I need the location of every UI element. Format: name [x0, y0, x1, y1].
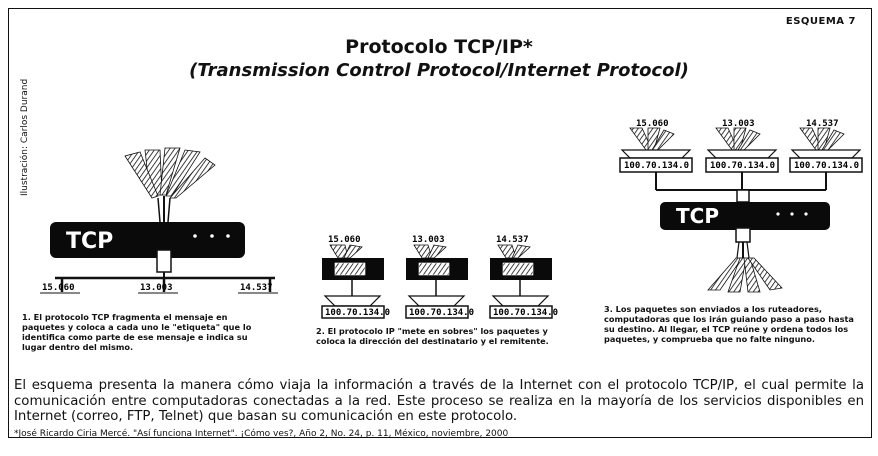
stage3-address-2: 100.70.134.0	[710, 161, 775, 171]
stage3-caption: 3. Los paquetes son enviados a los rutea…	[604, 304, 854, 344]
stage1-tcp-box	[50, 222, 245, 258]
stage2-packet-1: 15.060 100.70.134.0	[321, 235, 390, 319]
stage2-address-1: 100.70.134.0	[325, 308, 390, 318]
stage1-tcp-label: TCP	[66, 229, 113, 254]
stage2-illustration: 15.060 100.70.134.0 13.003 100.70.134.0 …	[321, 235, 558, 319]
stage3-address-1: 100.70.134.0	[624, 161, 689, 171]
stage2-tag-3: 14.537	[496, 235, 529, 245]
stage3-tag-1: 15.060	[636, 119, 669, 129]
footnote: *José Ricardo Ciria Mercé. "Así funciona…	[14, 429, 509, 439]
stage3-reassembled-streams	[707, 257, 783, 293]
stage3-illustration: 15.060 100.70.134.0 13.003 100.70.134.0 …	[619, 119, 863, 293]
stage2-address-2: 100.70.134.0	[409, 308, 474, 318]
stage3-tag-2: 13.003	[722, 119, 755, 129]
stage2-packet-2: 13.003 100.70.134.0	[405, 235, 474, 319]
stage3-tcp-label: TCP	[676, 204, 719, 228]
figure-label: ESQUEMA 7	[785, 16, 856, 27]
stage1-illustration: TCP 15.060 13.003 14.537	[40, 147, 278, 294]
stage2-address-3: 100.70.134.0	[493, 308, 558, 318]
stage1-tag-3: 14.537	[240, 283, 273, 293]
stage3-router-1: 15.060 100.70.134.0	[619, 119, 693, 173]
stage3-router-2: 13.003 100.70.134.0	[705, 119, 779, 173]
stage2-tag-2: 13.003	[412, 235, 445, 245]
stage1-connector	[156, 249, 172, 273]
page-subtitle: (Transmission Control Protocol/Internet …	[189, 60, 689, 81]
stage3-tag-3: 14.537	[806, 119, 839, 129]
stage2-caption: 2. El protocolo IP "mete en sobres" los …	[316, 326, 549, 346]
stage1-tag-2: 13.003	[140, 283, 173, 293]
tcp-ip-diagram: TCP 15.060 13.003 14.537 15.060 100.70.1…	[40, 119, 863, 319]
page-frame	[8, 8, 872, 438]
stage2-tag-1: 15.060	[328, 235, 361, 245]
stage1-tag-1: 15.060	[42, 283, 75, 293]
description-paragraph: El esquema presenta la manera cómo viaja…	[14, 378, 864, 424]
stage1-data-streams	[124, 147, 216, 223]
stage3-address-3: 100.70.134.0	[794, 161, 859, 171]
stage3-tcp-box	[660, 202, 830, 230]
stage3-router-3: 14.537 100.70.134.0	[789, 119, 863, 173]
stage1-caption: 1. El protocolo TCP fragmenta el mensaje…	[22, 312, 252, 352]
stage2-packet-3: 14.537 100.70.134.0	[489, 235, 558, 319]
page-title: Protocolo TCP/IP*	[345, 36, 533, 58]
